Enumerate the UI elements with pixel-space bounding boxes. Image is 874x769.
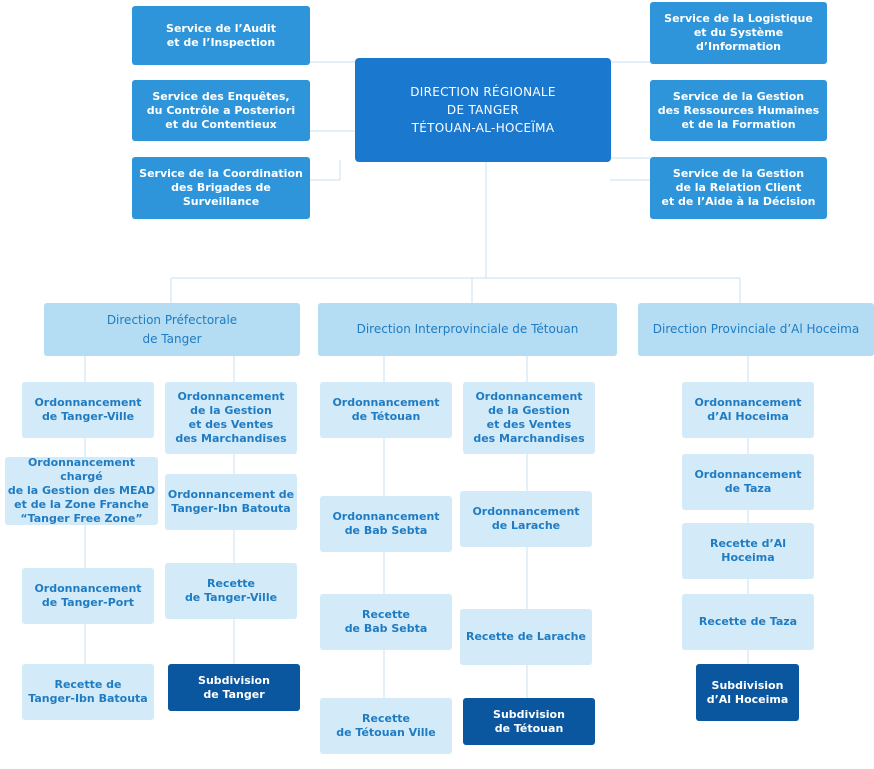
direction-regionale-label: DIRECTION RÉGIONALE DE TANGER TÉTOUAN-AL… xyxy=(410,85,556,135)
unit-label: Ordonnancement de Tanger-Ibn Batouta xyxy=(167,488,295,515)
direction-title: Direction Provinciale d’Al Hoceima xyxy=(652,322,860,336)
service-ressources-humaines: Service de la Gestion des Ressources Hum… xyxy=(650,80,827,141)
unit-label: Ordonnancement de Larache xyxy=(472,505,580,532)
direction-title: Direction Préfectorale de Tanger xyxy=(106,312,238,346)
unit-box: Ordonnancement de Larache xyxy=(460,491,592,547)
unit-label: Ordonnancement de Taza xyxy=(694,468,802,495)
unit-box: Recette de Tanger-Ibn Batouta xyxy=(22,664,154,720)
unit-box: Recette de Tanger-Ville xyxy=(165,563,297,619)
unit-box: Ordonnancement de la Gestion et des Vent… xyxy=(165,382,297,454)
unit-box: Recette de Tétouan Ville xyxy=(320,698,452,754)
unit-box: Ordonnancement chargé de la Gestion des … xyxy=(5,456,158,525)
unit-box: Ordonnancement de Tétouan xyxy=(320,382,452,438)
subdivision-label: Subdivision d’Al Hoceima xyxy=(706,678,789,706)
unit-box: Ordonnancement de Taza xyxy=(682,454,814,510)
unit-box: Ordonnancement de Tanger-Port xyxy=(22,568,154,624)
direction-tetouan-box: Direction Interprovinciale de Tétouan xyxy=(318,303,617,356)
subdivision-label: Subdivision de Tanger xyxy=(198,673,270,701)
unit-label: Recette de Tanger-Ibn Batouta xyxy=(28,678,148,705)
unit-box: Recette d’Al Hoceima xyxy=(682,523,814,579)
subdivision-label: Subdivision de Tétouan xyxy=(493,707,565,735)
service-label: Service des Enquêtes, du Contrôle a Post… xyxy=(146,89,296,131)
service-relation-client: Service de la Gestion de la Relation Cli… xyxy=(650,157,827,219)
service-label: Service de la Gestion des Ressources Hum… xyxy=(657,89,820,131)
service-label: Service de la Gestion de la Relation Cli… xyxy=(661,167,816,208)
direction-title: Direction Interprovinciale de Tétouan xyxy=(356,322,579,336)
service-audit-inspection: Service de l’Audit et de l’Inspection xyxy=(132,6,310,65)
subdivision-alhoceima-box: Subdivision d’Al Hoceima xyxy=(696,664,799,721)
subdivision-tanger-box: Subdivision de Tanger xyxy=(168,664,300,711)
unit-label: Ordonnancement de Tétouan xyxy=(332,396,440,423)
service-logistique-si: Service de la Logistique et du Système d… xyxy=(650,2,827,64)
unit-label: Ordonnancement chargé de la Gestion des … xyxy=(7,456,156,525)
service-coordination-brigades: Service de la Coordination des Brigades … xyxy=(132,157,310,219)
unit-label: Ordonnancement d’Al Hoceima xyxy=(694,396,802,423)
unit-label: Recette de Taza xyxy=(698,615,798,628)
unit-label: Recette de Bab Sebta xyxy=(344,608,428,635)
service-label: Service de la Logistique et du Système d… xyxy=(664,12,813,53)
unit-box: Recette de Bab Sebta xyxy=(320,594,452,650)
unit-box: Ordonnancement d’Al Hoceima xyxy=(682,382,814,438)
unit-box: Ordonnancement de Bab Sebta xyxy=(320,496,452,552)
direction-alhoceima-box: Direction Provinciale d’Al Hoceima xyxy=(638,303,874,356)
unit-label: Recette de Larache xyxy=(466,630,586,643)
unit-label: Recette de Tétouan Ville xyxy=(336,712,436,739)
unit-box: Ordonnancement de Tanger-Ibn Batouta xyxy=(165,474,297,530)
subdivision-tetouan-box: Subdivision de Tétouan xyxy=(463,698,595,745)
service-enquetes-controle-contentieux: Service des Enquêtes, du Contrôle a Post… xyxy=(132,80,310,141)
unit-box: Recette de Taza xyxy=(682,594,814,650)
unit-label: Ordonnancement de la Gestion et des Vent… xyxy=(473,390,585,445)
unit-label: Ordonnancement de Tanger-Port xyxy=(34,582,142,609)
unit-label: Ordonnancement de Tanger-Ville xyxy=(34,396,142,423)
unit-label: Ordonnancement de la Gestion et des Vent… xyxy=(175,390,287,445)
unit-box: Ordonnancement de Tanger-Ville xyxy=(22,382,154,438)
unit-box: Ordonnancement de la Gestion et des Vent… xyxy=(463,382,595,454)
unit-box: Recette de Larache xyxy=(460,609,592,665)
unit-label: Recette d’Al Hoceima xyxy=(709,537,787,564)
service-label: Service de l’Audit et de l’Inspection xyxy=(166,21,276,49)
service-label: Service de la Coordination des Brigades … xyxy=(139,167,303,208)
direction-tanger-box: Direction Préfectorale de Tanger xyxy=(44,303,300,356)
unit-label: Ordonnancement de Bab Sebta xyxy=(332,510,440,537)
unit-label: Recette de Tanger-Ville xyxy=(184,577,278,604)
direction-regionale-box: DIRECTION RÉGIONALE DE TANGER TÉTOUAN-AL… xyxy=(355,58,611,162)
